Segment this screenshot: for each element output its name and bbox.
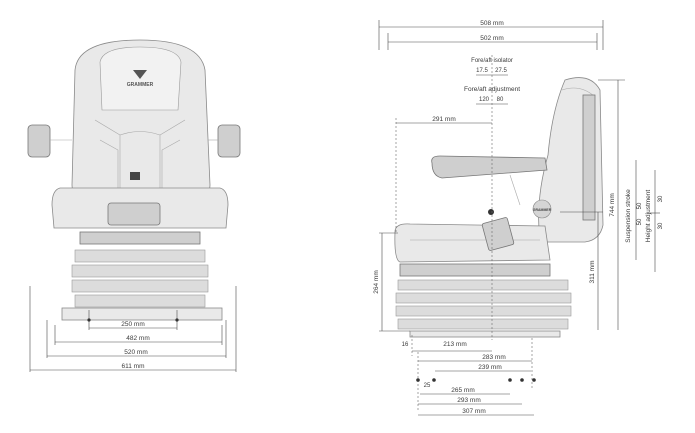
dim-height-b: 30: [658, 195, 664, 202]
front-logo-mark: [133, 70, 147, 79]
label-fore-aft-adjustment: Fore/aft adjustment: [464, 86, 520, 93]
dim-side-311: 311 mm: [589, 261, 596, 284]
side-armrest-support: [509, 174, 521, 206]
dim-side-508: 508 mm: [480, 20, 503, 27]
dim-isolator-rear: 27.5: [495, 68, 507, 74]
dim-side-239: 239 mm: [478, 364, 501, 371]
dim-adjust-front: 120: [479, 97, 490, 103]
dim-stroke-a: 50: [637, 218, 643, 225]
front-bellow-2: [71, 264, 209, 278]
front-bellow-1: [74, 249, 206, 263]
dim-stroke-b: 50: [637, 202, 643, 209]
dim-side-291: 291 mm: [432, 116, 455, 123]
dim-adjust-rear: 80: [497, 97, 504, 103]
front-badge-icon: [130, 172, 140, 180]
dim-side-307: 307 mm: [462, 408, 485, 415]
dim-side-265: 265 mm: [451, 387, 474, 394]
front-base-plate: [61, 307, 223, 321]
dim-side-744: 744 mm: [609, 193, 616, 216]
label-height-adjustment: Height adjustment: [645, 190, 652, 243]
dim-front-250: 250 mm: [121, 321, 144, 328]
dim-side-502: 502 mm: [480, 35, 503, 42]
front-seam-center: [119, 131, 161, 136]
label-suspension-stroke: Suspension stroke: [625, 189, 632, 243]
front-view: GRAMMER 250 mm 482 mm: [27, 39, 241, 372]
dim-side-213: 213 mm: [443, 341, 466, 348]
front-seam-left-inner: [99, 139, 119, 188]
side-cushion: [394, 223, 551, 263]
side-base-plate: [409, 330, 561, 338]
side-bellow-1: [397, 279, 569, 291]
front-headrest: [99, 46, 182, 111]
side-armrest: [431, 155, 548, 179]
side-bellow-3: [395, 305, 572, 317]
dim-side-25: 25: [424, 383, 431, 389]
side-headrest-seam: [561, 87, 595, 97]
side-logo-text: GRAMMER: [533, 208, 552, 212]
side-control-box: [481, 217, 515, 251]
front-armrest-right: [217, 124, 241, 158]
side-logo-disk: [532, 199, 552, 219]
side-backrest-frame: [582, 94, 596, 221]
dim-side-293: 293 mm: [457, 397, 480, 404]
dim-height-a: 30: [658, 222, 664, 229]
dim-front-520: 520 mm: [124, 349, 147, 356]
dim-isolator-front: 17.5: [476, 68, 488, 74]
front-suspension-top: [79, 231, 201, 245]
front-seam-right-inner: [161, 139, 181, 188]
side-adjust-knob: [488, 209, 494, 215]
front-cushion-center: [107, 202, 161, 226]
side-bellow-4: [397, 318, 569, 330]
side-bellow-2: [395, 292, 572, 304]
dim-front-611: 611 mm: [122, 363, 145, 370]
dim-side-283: 283 mm: [482, 354, 505, 361]
front-bellow-4: [74, 294, 206, 308]
side-view: GRAMMER 508 mm 502 mm Fore/aft isolator …: [373, 20, 664, 416]
dim-side-16: 16: [402, 342, 409, 348]
front-armrest-left: [27, 124, 51, 158]
front-logo-text: GRAMMER: [127, 82, 154, 88]
front-bellow-3: [71, 279, 209, 293]
dim-front-482: 482 mm: [126, 335, 149, 342]
side-suspension-top: [399, 263, 551, 277]
dim-side-264: 264 mm: [373, 270, 380, 293]
